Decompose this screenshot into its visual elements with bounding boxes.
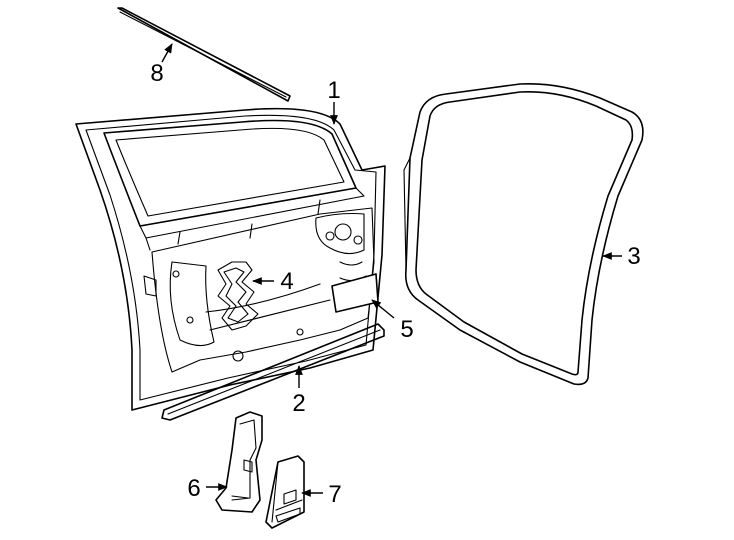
block-part-7 xyxy=(265,455,305,529)
callout-2: 2 xyxy=(292,390,305,417)
leader-5 xyxy=(371,299,395,319)
belt-molding-part-8 xyxy=(117,7,291,102)
bracket-part-6 xyxy=(215,411,263,513)
callout-8: 8 xyxy=(150,60,163,87)
callout-labels: 1 2 3 4 5 6 7 8 xyxy=(150,60,640,508)
door-shell-part-1 xyxy=(75,107,386,411)
callout-7: 7 xyxy=(328,481,341,508)
leader-8 xyxy=(161,43,173,63)
callout-1: 1 xyxy=(327,77,340,104)
weatherstrip-part-3 xyxy=(403,82,644,386)
callout-6: 6 xyxy=(187,475,200,502)
pad-part-5 xyxy=(331,273,379,313)
callout-3: 3 xyxy=(627,243,640,270)
callout-4: 4 xyxy=(280,268,293,295)
lower-molding-part-2 xyxy=(161,323,385,421)
callout-5: 5 xyxy=(400,316,413,343)
leader-lines xyxy=(161,43,622,497)
